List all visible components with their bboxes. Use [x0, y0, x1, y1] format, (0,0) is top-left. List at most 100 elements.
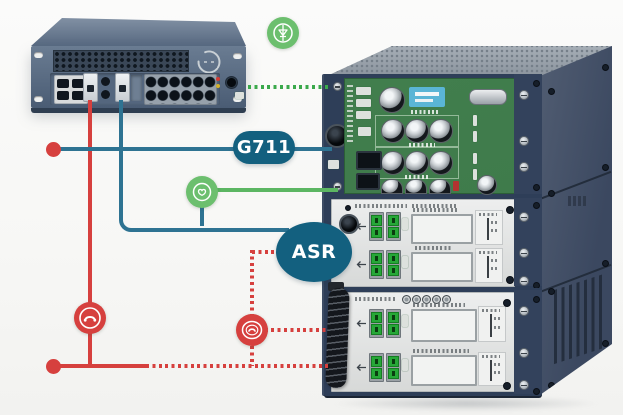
round-connector	[405, 119, 429, 143]
red-dotted-to-asr	[252, 250, 282, 254]
rack-side-vents	[554, 273, 604, 365]
smiley-icon	[186, 176, 218, 208]
red-dotted-to-rack	[252, 328, 328, 332]
red-dotted-bottom	[146, 364, 330, 368]
pcb-label-strip	[347, 85, 353, 143]
blue-line-stub	[200, 204, 204, 226]
blue-line-elbow	[119, 100, 289, 232]
round-connector	[379, 87, 405, 113]
red-endpoint-dot	[46, 359, 61, 374]
rack-unit-media-1	[324, 196, 542, 290]
red-line-bottom	[53, 364, 146, 368]
round-port	[101, 90, 110, 99]
cable-module-blue	[115, 73, 130, 102]
rack-front-face	[322, 74, 542, 398]
rack-rail	[514, 290, 542, 395]
rack-unit-media-2	[324, 288, 542, 398]
rack-rail	[514, 74, 542, 194]
screw	[506, 276, 514, 284]
arrow-icon	[356, 261, 366, 268]
port-bank	[144, 74, 217, 105]
green-line	[214, 188, 338, 192]
screw	[345, 205, 351, 211]
label-chip	[402, 256, 408, 268]
screw	[548, 382, 555, 389]
screw	[506, 206, 514, 214]
rack-ear-hole	[233, 96, 242, 102]
id-label	[235, 92, 244, 99]
port-block	[54, 75, 88, 104]
label-chip	[402, 218, 408, 230]
round-port	[101, 77, 110, 86]
pcb-chip	[356, 111, 371, 119]
pcb-text	[411, 110, 439, 114]
front-panel	[331, 199, 515, 287]
display-window	[411, 309, 477, 342]
screw	[548, 88, 555, 95]
handset-hook	[328, 282, 344, 291]
router-device	[0, 0, 260, 125]
fiber-connector	[369, 309, 384, 338]
fiber-connector	[386, 250, 401, 279]
display-window	[411, 355, 477, 386]
screw	[533, 202, 540, 209]
screw	[519, 162, 529, 172]
front-panel	[331, 292, 515, 392]
pcb-text	[409, 143, 435, 147]
display-window	[411, 252, 473, 282]
label-chip	[328, 160, 339, 169]
status-led-red	[216, 77, 220, 81]
round-connector	[381, 179, 403, 194]
fiber-connector	[386, 353, 401, 382]
label-chip	[402, 315, 408, 327]
router-bottom-edge	[31, 108, 246, 113]
blue-line-g711	[53, 147, 332, 151]
empty-slot	[131, 75, 142, 101]
cert-stamp-icon	[402, 295, 411, 304]
router-front-face	[31, 46, 246, 108]
fiber-connector	[369, 212, 384, 241]
dip-label	[473, 153, 477, 164]
screw	[548, 288, 555, 295]
red-line-vertical	[88, 100, 92, 366]
toggle-connector	[477, 175, 497, 195]
rack-ear-hole	[233, 53, 242, 59]
pcb-text	[405, 175, 429, 179]
round-connector	[429, 119, 453, 143]
fiber-connector	[386, 212, 401, 241]
router-top-face	[31, 18, 246, 46]
panel-text	[355, 204, 407, 208]
status-led-amber	[216, 84, 220, 88]
brand-emblem-icon	[197, 50, 221, 74]
rack-ear-hole	[34, 52, 43, 58]
screw	[602, 64, 609, 71]
side-module	[478, 352, 506, 386]
side-module	[475, 210, 503, 245]
side-module	[478, 306, 506, 342]
rack-rail	[514, 198, 542, 289]
pcb-panel	[344, 78, 516, 195]
fiber-connector	[369, 250, 384, 279]
arrow-icon	[356, 223, 366, 230]
screw	[519, 306, 529, 316]
blue-sticker	[409, 87, 445, 107]
rack-side-face	[540, 46, 612, 395]
screw	[602, 340, 609, 347]
pcb-chip	[356, 87, 371, 95]
screw	[503, 299, 511, 307]
fiber-connector	[386, 309, 401, 338]
round-connector	[339, 214, 359, 234]
screw	[503, 382, 511, 390]
screw	[533, 296, 540, 303]
panel-text	[415, 246, 453, 250]
fiber-connector	[369, 353, 384, 382]
arrow-icon	[356, 320, 366, 327]
rack-shadow	[330, 396, 602, 411]
embossed-logo	[568, 196, 588, 206]
screw	[548, 190, 555, 197]
dip-label	[473, 169, 477, 180]
rack-ear-hole	[34, 96, 43, 102]
cable-module-red	[83, 73, 98, 102]
rj45-port	[356, 151, 382, 170]
